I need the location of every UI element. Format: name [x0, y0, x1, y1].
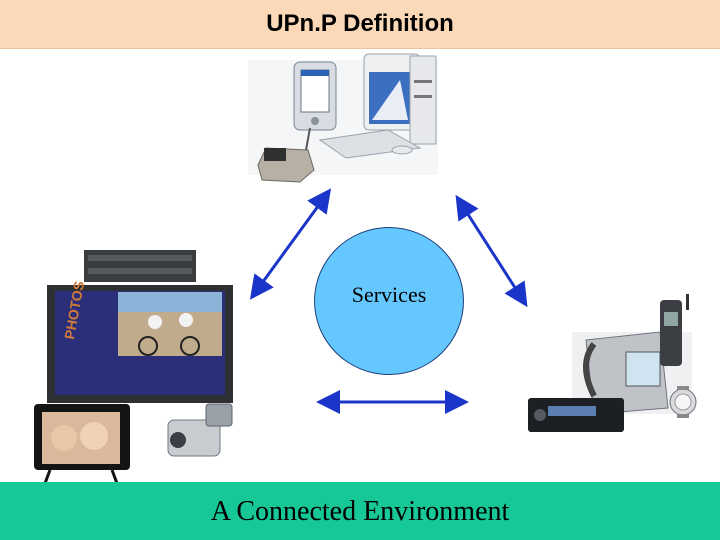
footer-bar: A Connected Environment: [0, 482, 720, 540]
arrow-top-left: [249, 188, 332, 300]
arrow-top-right: [455, 194, 528, 308]
tv-camcorder-frame-icon: PHOTOS: [34, 250, 233, 487]
services-label: Services: [351, 282, 427, 307]
title-bar: UPn.P Definition: [0, 0, 720, 49]
services-circle: Services: [314, 227, 464, 375]
footer-caption: A Connected Environment: [210, 496, 510, 527]
slide-title: UPn.P Definition: [266, 10, 454, 37]
phone-fax-radio-icon: [528, 294, 697, 432]
pda-pc-phone-icon: [248, 53, 438, 183]
